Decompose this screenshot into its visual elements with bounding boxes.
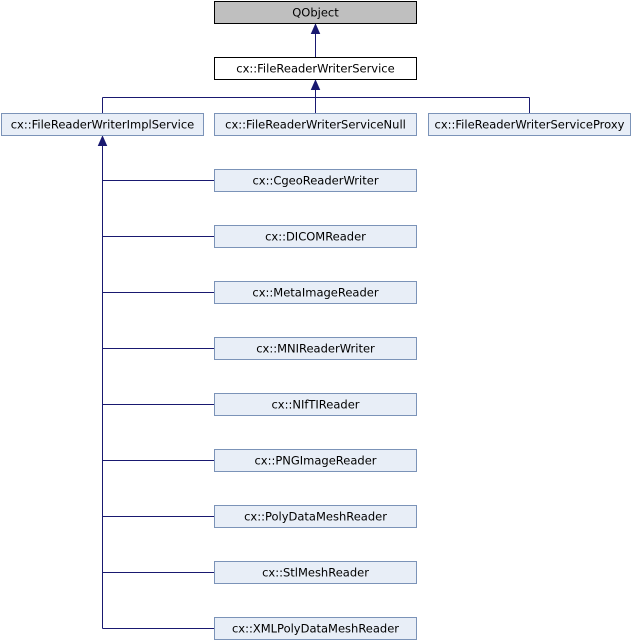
class-metaimagereader-label: cx::MetaImageReader <box>252 286 378 300</box>
inheritance-edges <box>97 23 530 629</box>
class-qobject-label: QObject <box>292 6 339 20</box>
class-mnireaderwriter[interactable]: cx::MNIReaderWriter <box>214 337 417 360</box>
class-niftireader-label: cx::NIfTIReader <box>271 398 359 412</box>
class-filereaderwriterservice-box <box>214 57 417 80</box>
class-xmlpolydatameshreader-label: cx::XMLPolyDataMeshReader <box>232 622 399 636</box>
class-dicomreader-box <box>214 225 417 248</box>
class-pngimagereader[interactable]: cx::PNGImageReader <box>214 449 417 472</box>
class-niftireader[interactable]: cx::NIfTIReader <box>214 393 417 416</box>
arrow-to-qobject <box>310 23 321 34</box>
class-filereaderwriterserviceproxy-box <box>428 113 631 136</box>
arrow-to-filereaderwriterimplservice <box>97 135 108 146</box>
class-filereaderwriterservicenull-box <box>214 113 417 136</box>
class-niftireader-box <box>214 393 417 416</box>
class-mnireaderwriter-box <box>214 337 417 360</box>
class-metaimagereader-box <box>214 281 417 304</box>
class-metaimagereader[interactable]: cx::MetaImageReader <box>214 281 417 304</box>
class-cgeoreaderwriter-box <box>214 169 417 192</box>
class-polydatameshreader-box <box>214 505 417 528</box>
class-qobject[interactable]: QObject <box>214 1 417 24</box>
arrow-to-filereaderwriterservice <box>310 79 321 90</box>
class-filereaderwriterservicenull[interactable]: cx::FileReaderWriterServiceNull <box>214 113 417 136</box>
class-cgeoreaderwriter-label: cx::CgeoReaderWriter <box>252 174 378 188</box>
class-filereaderwriterservice[interactable]: cx::FileReaderWriterService <box>214 57 417 80</box>
class-mnireaderwriter-label: cx::MNIReaderWriter <box>256 342 375 356</box>
class-filereaderwriterimplservice-label: cx::FileReaderWriterImplService <box>11 118 195 132</box>
class-filereaderwriterimplservice[interactable]: cx::FileReaderWriterImplService <box>1 113 204 136</box>
class-filereaderwriterservice-label: cx::FileReaderWriterService <box>236 62 394 76</box>
class-filereaderwriterserviceproxy-label: cx::FileReaderWriterServiceProxy <box>435 118 625 132</box>
class-xmlpolydatameshreader[interactable]: cx::XMLPolyDataMeshReader <box>214 617 417 640</box>
class-stlmeshreader-label: cx::StlMeshReader <box>262 566 369 580</box>
class-stlmeshreader-box <box>214 561 417 584</box>
class-filereaderwriterimplservice-box <box>1 113 204 136</box>
class-dicomreader-label: cx::DICOMReader <box>265 230 366 244</box>
class-stlmeshreader[interactable]: cx::StlMeshReader <box>214 561 417 584</box>
class-polydatameshreader-label: cx::PolyDataMeshReader <box>244 510 387 524</box>
class-polydatameshreader[interactable]: cx::PolyDataMeshReader <box>214 505 417 528</box>
class-pngimagereader-box <box>214 449 417 472</box>
class-filereaderwriterservicenull-label: cx::FileReaderWriterServiceNull <box>225 118 406 132</box>
class-dicomreader[interactable]: cx::DICOMReader <box>214 225 417 248</box>
class-filereaderwriterserviceproxy[interactable]: cx::FileReaderWriterServiceProxy <box>428 113 631 136</box>
class-cgeoreaderwriter[interactable]: cx::CgeoReaderWriter <box>214 169 417 192</box>
class-qobject-box <box>214 1 417 24</box>
class-pngimagereader-label: cx::PNGImageReader <box>254 454 376 468</box>
